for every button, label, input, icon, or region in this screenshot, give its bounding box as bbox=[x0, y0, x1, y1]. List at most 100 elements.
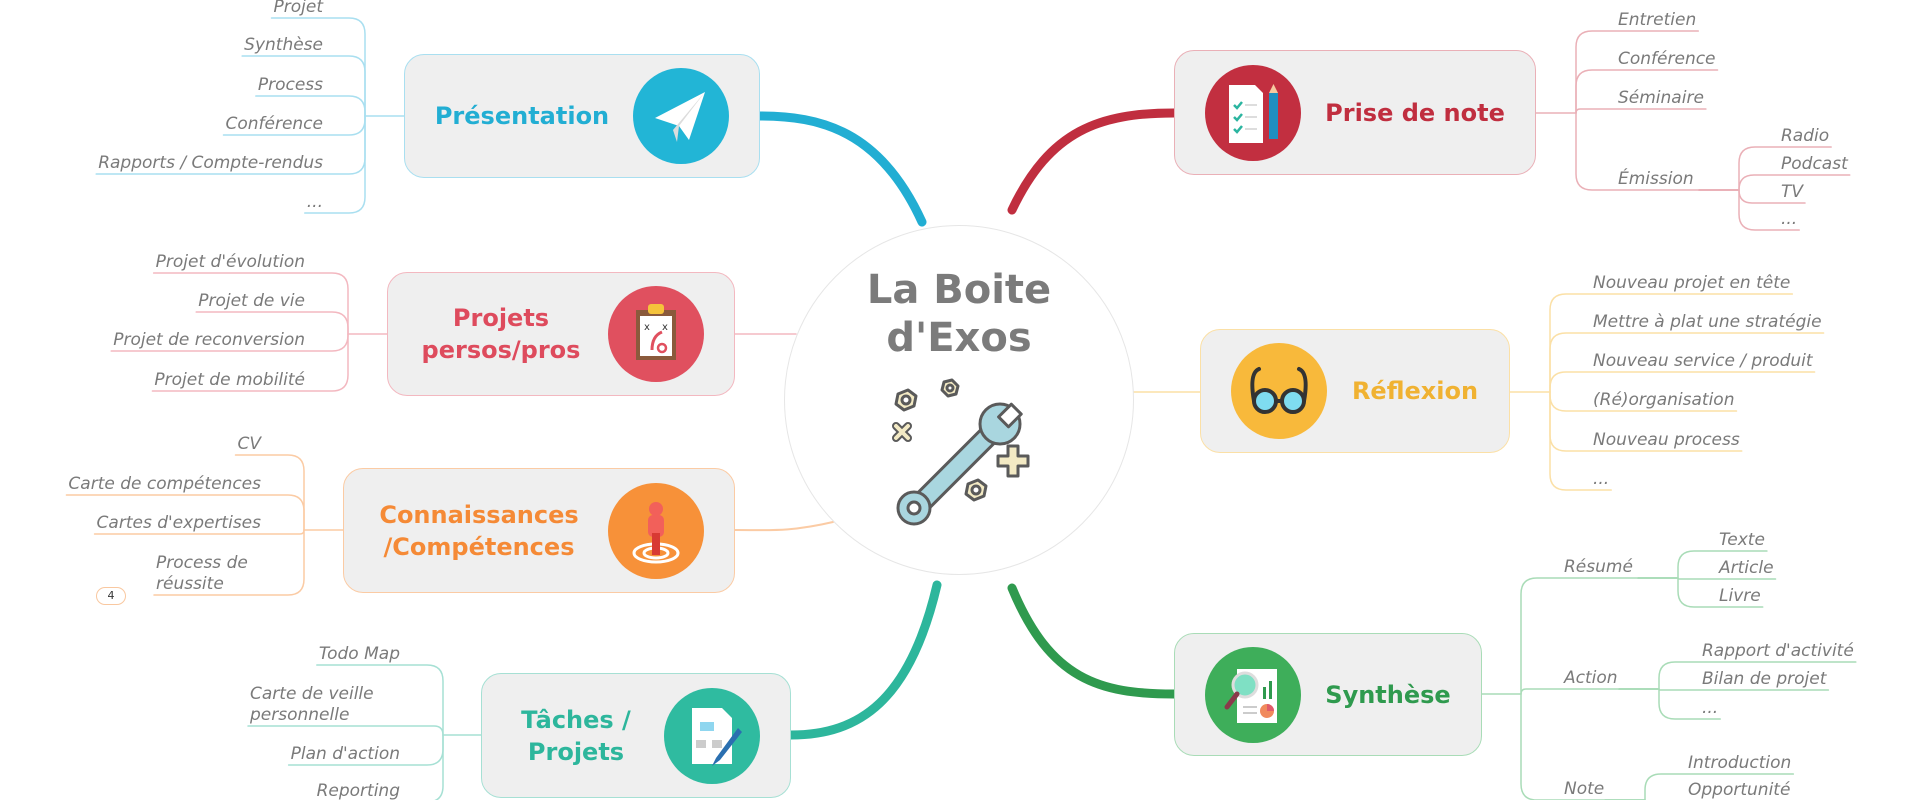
subtopic[interactable]: Texte bbox=[1719, 530, 1765, 550]
subtopic-connector bbox=[1549, 332, 1825, 393]
subtopic[interactable]: Conférence bbox=[225, 114, 323, 134]
topic-label: Synthèse bbox=[1305, 634, 1471, 755]
subtopic[interactable]: Émission bbox=[1618, 169, 1694, 189]
topic-label-line: Synthèse bbox=[1325, 680, 1451, 709]
subtopic[interactable]: Rapports / Compte-rendus bbox=[98, 153, 323, 173]
paper-plane-icon bbox=[633, 68, 729, 164]
subtopic-connector bbox=[153, 529, 305, 596]
checklist-pencil-icon bbox=[1205, 64, 1301, 161]
subtopic[interactable]: TV bbox=[1781, 182, 1804, 202]
subtopic[interactable]: Plan d'action bbox=[290, 744, 400, 764]
topic-label-line: Prise de note bbox=[1325, 98, 1505, 127]
subtopic-connector bbox=[1549, 293, 1794, 393]
topic-label: Réflexion bbox=[1331, 330, 1499, 452]
subtopic[interactable]: Article bbox=[1719, 558, 1774, 578]
topic-taches[interactable]: Tâches / Projets bbox=[481, 673, 791, 798]
subtopic-connector bbox=[1549, 391, 1612, 491]
subtopic[interactable]: Carte de veille personnelle bbox=[250, 684, 374, 725]
subtopic-connector bbox=[151, 333, 349, 392]
topic-reflexion[interactable]: Réflexion bbox=[1200, 329, 1510, 453]
subtopic[interactable]: ... bbox=[306, 192, 323, 212]
subtopic[interactable]: Livre bbox=[1719, 586, 1761, 606]
subtopic[interactable]: Note bbox=[1564, 779, 1605, 799]
subtopic[interactable]: Projet bbox=[273, 0, 324, 17]
topic-label-line: Projets bbox=[452, 304, 550, 332]
subtopic[interactable]: Résumé bbox=[1564, 557, 1633, 577]
branch-connector-taches bbox=[786, 580, 942, 740]
subtopic[interactable]: Todo Map bbox=[318, 644, 400, 664]
branch-connector-synthese bbox=[1007, 583, 1179, 699]
subtopic-connector bbox=[247, 725, 444, 736]
topic-label-line: Tâches / bbox=[521, 705, 631, 734]
subtopic[interactable]: Radio bbox=[1781, 126, 1830, 146]
subtopic[interactable]: ... bbox=[1781, 209, 1798, 229]
svg-text:x: x bbox=[662, 322, 668, 333]
subtopic[interactable]: Projet de reconversion bbox=[113, 330, 305, 350]
subtopic[interactable]: Synthèse bbox=[244, 35, 323, 55]
topic-label-line: Projets bbox=[527, 737, 625, 766]
subtopic[interactable]: Process bbox=[257, 75, 323, 95]
topic-connaissances[interactable]: Connaissances/Compétences bbox=[343, 468, 735, 593]
subtopic[interactable]: ... bbox=[1593, 469, 1610, 489]
subtopic[interactable]: Projet de mobilité bbox=[154, 370, 305, 390]
subtopic[interactable]: CV bbox=[237, 434, 262, 454]
subtopic-connector bbox=[1575, 112, 1740, 191]
topic-label: Prise de note bbox=[1305, 51, 1525, 174]
subtopic[interactable]: Séminaire bbox=[1618, 88, 1704, 108]
topic-label: Connaissances/Compétences bbox=[354, 469, 604, 592]
subtopic[interactable]: Introduction bbox=[1688, 753, 1792, 773]
topic-label-line: Présentation bbox=[434, 102, 610, 130]
subtopic-connector bbox=[1618, 688, 1721, 720]
subtopic[interactable]: Mettre à plat une stratégie bbox=[1593, 312, 1822, 332]
subtopic[interactable]: ... bbox=[1702, 698, 1719, 718]
subtopic[interactable]: Cartes d'expertises bbox=[96, 513, 261, 533]
subtopic-connector bbox=[1575, 69, 1719, 114]
glasses-icon bbox=[1231, 343, 1327, 439]
subtopic-connector bbox=[1549, 371, 1816, 393]
wrench-and-nuts-icon bbox=[892, 378, 1030, 526]
subtopic-connector bbox=[316, 664, 444, 736]
topic-prise[interactable]: Prise de note bbox=[1174, 50, 1536, 175]
subtopic[interactable]: Action bbox=[1564, 668, 1618, 688]
subtopic-connector bbox=[1575, 108, 1707, 114]
person-target-icon bbox=[608, 482, 704, 579]
subtopic[interactable]: Entretien bbox=[1618, 10, 1697, 30]
subtopic-connector bbox=[434, 734, 444, 800]
subtopic[interactable]: Nouveau projet en tête bbox=[1593, 273, 1791, 293]
svg-text:x: x bbox=[644, 322, 650, 333]
subtopic[interactable]: Process de réussite bbox=[156, 553, 248, 594]
subtopic-connector bbox=[1698, 174, 1851, 191]
subtopic[interactable]: Projet de vie bbox=[198, 291, 305, 311]
topic-synthese[interactable]: Synthèse bbox=[1174, 633, 1482, 756]
branch-connector-connaissances bbox=[734, 521, 834, 532]
subtopic[interactable]: Nouveau process bbox=[1593, 430, 1740, 450]
document-diagram-pencil-icon bbox=[664, 687, 760, 784]
subtopic[interactable]: Reporting bbox=[316, 781, 400, 801]
subtopic[interactable]: Bilan de projet bbox=[1702, 669, 1827, 689]
central-title-line: d'Exos bbox=[886, 315, 1032, 361]
topic-label-line: /Compétences bbox=[383, 532, 575, 561]
subtopic-connector bbox=[255, 95, 366, 117]
subtopic-connector bbox=[1520, 688, 1660, 695]
subtopic[interactable]: Conférence bbox=[1618, 49, 1716, 69]
subtopic-connector bbox=[1604, 773, 1795, 800]
subtopic-connector bbox=[65, 494, 305, 531]
central-topic[interactable]: La Boite d'Exos bbox=[784, 225, 1134, 575]
subtopic[interactable]: (Ré)organisation bbox=[1593, 390, 1735, 410]
subtopic[interactable]: Projet d'évolution bbox=[155, 252, 305, 272]
subtopic[interactable]: Carte de compétences bbox=[68, 474, 261, 494]
collapsed-count-badge[interactable]: 4 bbox=[96, 587, 126, 605]
subtopic[interactable]: Nouveau service / produit bbox=[1593, 351, 1813, 371]
topic-presentation[interactable]: Présentation bbox=[404, 54, 760, 178]
branch-connector-prise bbox=[1007, 108, 1179, 215]
subtopic[interactable]: Opportunité bbox=[1688, 780, 1791, 800]
subtopic[interactable]: Podcast bbox=[1781, 154, 1848, 174]
subtopic-connector bbox=[270, 17, 366, 117]
subtopic-connector bbox=[1637, 577, 1764, 608]
branch-connector-presentation bbox=[755, 111, 927, 227]
topic-label: Tâches / Projets bbox=[492, 674, 660, 797]
subtopic[interactable]: Rapport d'activité bbox=[1702, 641, 1854, 661]
